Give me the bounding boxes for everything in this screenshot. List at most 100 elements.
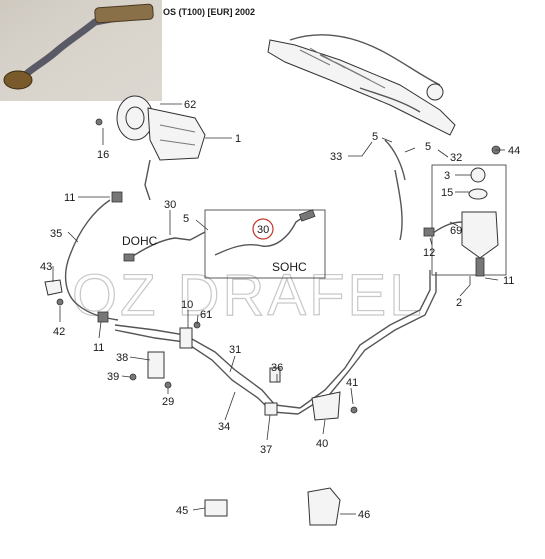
callout-3: 3 [444,170,450,182]
leader-line [350,387,354,405]
callout-30-sohc: 30 [257,224,269,236]
bracket-38 [147,351,165,379]
leader-line [459,276,471,297]
callout-30-dohc: 30 [164,199,176,211]
callout-45: 45 [176,505,188,517]
steering-rack-body [267,39,456,136]
callout-69: 69 [450,225,462,237]
line-31-rising [299,270,431,409]
bracket-40 [311,391,341,421]
callout-29: 29 [162,396,174,408]
label-sohc: SOHC [272,260,307,274]
power-steering-pump [116,95,206,161]
callout-11-right: 11 [503,275,514,287]
callout-11-lower: 11 [93,342,104,354]
sohc-hose-30 [214,215,306,256]
leader-line [121,375,131,378]
reservoir-tank [461,211,499,259]
bracket-10 [179,327,193,349]
callout-61: 61 [200,309,212,321]
callout-36: 36 [271,362,283,374]
callout-1: 1 [235,133,241,145]
leader-line [429,237,433,246]
bolt-29 [164,381,172,389]
callout-46: 46 [358,509,370,521]
callout-41: 41 [346,377,358,389]
hose-35 [64,199,119,321]
reservoir-outlet [475,257,485,277]
leader-line [322,419,326,435]
photo-hose-fitting [3,70,33,90]
callout-31: 31 [229,344,241,356]
leader-line [67,231,79,243]
dohc-hose-end [123,253,135,262]
leader-line [192,507,206,511]
watermark-text: OZ DRAFEL [72,263,425,328]
photo-inset [0,0,162,101]
bracket-43 [44,279,63,296]
highlight-circle-30 [252,218,274,240]
callout-5-upper: 5 [372,131,378,143]
callout-39: 39 [107,371,119,383]
reservoir-cap [470,167,486,183]
callout-44: 44 [508,145,520,157]
callout-43: 43 [40,261,52,273]
clip-45 [204,499,228,517]
line-34-rising [297,272,437,415]
clip-46 [307,487,341,526]
clamp-36 [269,367,281,383]
photo-hose [14,8,154,86]
leader-line [381,137,393,143]
bolt-39 [129,373,137,381]
callout-37: 37 [260,444,272,456]
leader-line [195,219,209,231]
leader-line [348,141,373,157]
line-33-upper [384,139,406,181]
callout-numbers: 62 1 16 11 30 5 35 30 43 42 11 10 61 38 … [40,99,520,521]
callout-42: 42 [53,326,65,338]
leader-line [484,277,499,281]
reservoir-group [423,164,507,277]
rack-pipe-lower [359,87,421,113]
bolt-16 [95,118,103,126]
rack-valve [426,83,444,101]
pump-body [147,107,206,161]
sohc-hose-fitting [298,209,316,222]
steering-rack-assembly [267,34,456,136]
reservoir-clamp [423,227,435,237]
leader-line [449,221,459,227]
callout-10: 10 [181,299,193,311]
header-text: OS (T100) [EUR] 2002 [163,7,255,17]
leader-line [224,391,236,421]
leader-line [266,414,271,441]
leader-line [437,149,449,158]
callout-38: 38 [116,352,128,364]
sohc-variant-box [204,209,326,279]
callout-12: 12 [423,247,435,259]
clamp-11-upper [111,191,123,203]
leader-line [129,356,151,361]
leader-line [98,321,102,339]
rack-pipe-upper [289,34,441,86]
reservoir-group-frame [431,164,507,276]
callout-5-right: 5 [425,141,431,153]
pump-ribs [159,124,196,146]
clamp-37 [264,402,278,416]
leader-line [229,355,236,373]
callout-32: 32 [450,152,462,164]
callout-11-upper: 11 [64,192,75,204]
callout-2: 2 [456,297,462,309]
leader-lines [52,103,505,515]
callout-34: 34 [218,421,230,433]
bolt-42 [56,298,64,306]
photo-hose-sleeve [94,3,154,24]
callout-15: 15 [441,187,453,199]
callout-40: 40 [316,438,328,450]
callout-33: 33 [330,151,342,163]
line-33-down [394,169,403,241]
pump-feed-line [144,159,151,201]
reservoir-seal [468,188,488,200]
clamp-11-lower [97,311,109,323]
